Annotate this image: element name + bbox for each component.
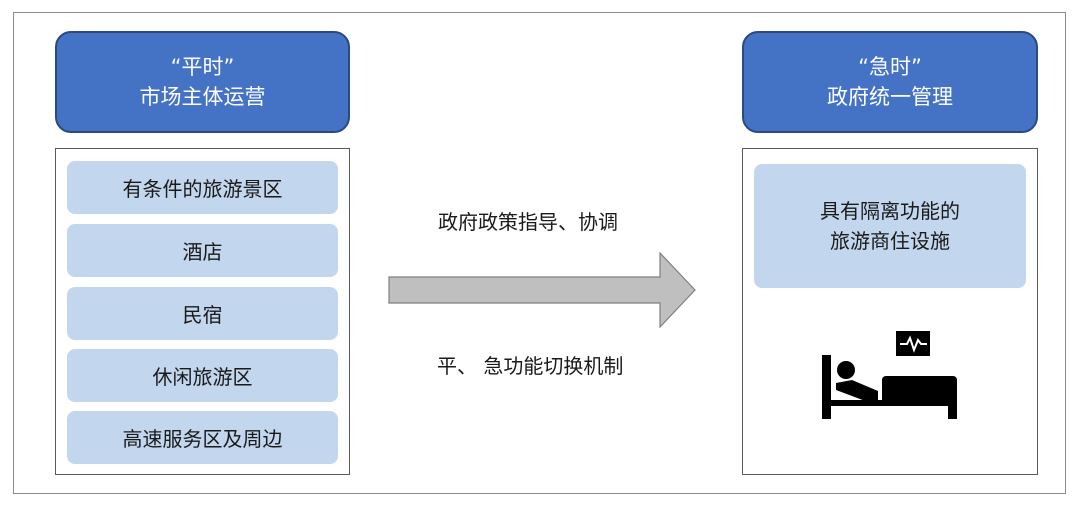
switch-mechanism-label: 平、 急功能切换机制: [437, 354, 624, 378]
normal-time-subtitle: 市场主体运营: [139, 85, 266, 109]
emergency-time-header: “急时” 政府统一管理: [742, 31, 1038, 133]
list-item-hotel: 酒店: [67, 224, 338, 277]
right-arrow-icon: [388, 252, 696, 328]
diagram-frame: [13, 12, 1066, 494]
facility-line-1: 具有隔离功能的: [820, 199, 960, 223]
hospital-bed-icon: [822, 331, 957, 419]
emergency-time-subtitle: 政府统一管理: [827, 85, 953, 109]
normal-time-title: “平时”: [170, 55, 235, 79]
emergency-time-panel: 具有隔离功能的 旅游商住设施: [742, 148, 1038, 475]
normal-time-panel: 有条件的旅游景区 酒店 民宿 休闲旅游区 高速服务区及周边: [55, 148, 350, 475]
emergency-time-title: “急时”: [858, 55, 922, 79]
list-item-leisure-area: 休闲旅游区: [67, 349, 338, 402]
facility-line-2: 旅游商住设施: [830, 229, 950, 253]
isolation-facility-box: 具有隔离功能的 旅游商住设施: [754, 164, 1026, 288]
policy-guidance-label: 政府政策指导、协调: [438, 210, 618, 234]
normal-time-header: “平时” 市场主体运营: [55, 31, 350, 133]
list-item-homestay: 民宿: [67, 287, 338, 340]
list-item-service-area: 高速服务区及周边: [67, 411, 338, 464]
list-item-scenic-area: 有条件的旅游景区: [67, 161, 338, 214]
